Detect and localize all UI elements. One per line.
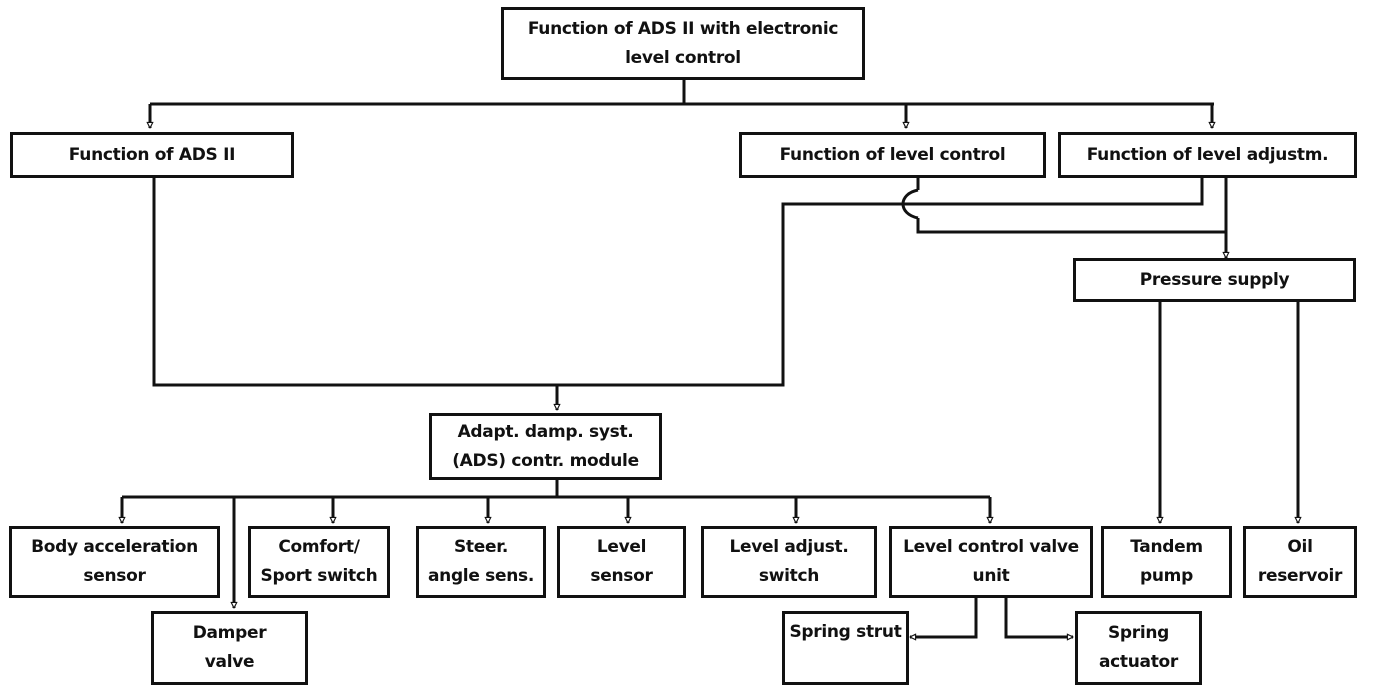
crossover-hop: [901, 188, 919, 220]
node-level-sensor-line2: sensor: [590, 566, 653, 586]
node-body-acceleration-sensor-line1: Body acceleration: [31, 537, 198, 557]
node-damper-valve-line2: valve: [204, 652, 255, 672]
node-steering-angle-sensor-line1: Steer.: [453, 537, 509, 557]
node-damper-valve-line1: Damper: [192, 623, 267, 643]
node-comfort-sport-switch: Comfort/ Sport switch: [248, 526, 390, 598]
node-control-module: Adapt. damp. syst. (ADS) contr. module: [429, 413, 662, 480]
node-control-module-line2: (ADS) contr. module: [452, 450, 639, 471]
arrow-to-spring-strut: [910, 598, 978, 637]
connector-ads2-to-module: [152, 178, 557, 387]
node-tandem-pump-line1: Tandem: [1130, 537, 1203, 557]
node-damper-valve: Damper valve: [151, 611, 308, 685]
node-oil-reservoir-line1: Oil: [1287, 537, 1313, 557]
node-root-line2: level control: [625, 47, 741, 68]
connector-module-bus: [122, 480, 990, 499]
node-level-sensor: Level sensor: [557, 526, 686, 598]
connector-root-bus: [150, 80, 1214, 106]
node-control-module-line1: Adapt. damp. syst.: [457, 421, 634, 442]
node-ads2: Function of ADS II: [10, 132, 294, 178]
node-level-adjust-label: Function of level adjustm.: [1086, 144, 1329, 165]
node-level-control-valve-unit-line2: unit: [972, 566, 1010, 586]
node-level-adjust-switch-line1: Level adjust.: [729, 537, 849, 557]
node-steering-angle-sensor: Steer. angle sens.: [416, 526, 546, 598]
node-steering-angle-sensor-line2: angle sens.: [427, 566, 535, 586]
node-tandem-pump-line2: pump: [1140, 566, 1193, 586]
node-level-adjust-switch: Level adjust. switch: [701, 526, 877, 598]
node-level-control: Function of level control: [739, 132, 1046, 178]
node-level-control-valve-unit-line1: Level control valve: [903, 537, 1079, 557]
node-pressure-supply-label: Pressure supply: [1139, 269, 1290, 290]
node-level-control-valve-unit: Level control valve unit: [889, 526, 1093, 598]
node-spring-strut: Spring strut: [782, 611, 909, 685]
node-level-adjust: Function of level adjustm.: [1058, 132, 1357, 178]
node-body-acceleration-sensor: Body acceleration sensor: [9, 526, 220, 598]
node-oil-reservoir-line2: reservoir: [1257, 566, 1343, 586]
node-pressure-supply: Pressure supply: [1073, 258, 1356, 302]
node-spring-actuator-line1: Spring: [1107, 623, 1170, 643]
node-comfort-sport-switch-line2: Sport switch: [260, 566, 378, 586]
node-comfort-sport-switch-line1: Comfort/: [278, 537, 360, 557]
node-ads2-label: Function of ADS II: [68, 144, 236, 165]
node-root: Function of ADS II with electronic level…: [501, 7, 865, 80]
node-spring-actuator-line2: actuator: [1098, 652, 1179, 672]
node-spring-strut-label: Spring strut: [789, 622, 902, 642]
connector-level-to-module: [557, 178, 1204, 387]
node-level-adjust-switch-line2: switch: [758, 566, 820, 586]
node-oil-reservoir: Oil reservoir: [1243, 526, 1357, 598]
node-body-acceleration-sensor-line2: sensor: [83, 566, 146, 586]
arrow-to-spring-actuator: [1004, 598, 1073, 637]
node-root-line1: Function of ADS II with electronic: [527, 18, 839, 39]
node-tandem-pump: Tandem pump: [1101, 526, 1232, 598]
connector-level-control-to-pressure: [916, 178, 1226, 234]
node-level-control-label: Function of level control: [779, 144, 1006, 165]
node-level-sensor-line1: Level: [596, 537, 647, 557]
node-spring-actuator: Spring actuator: [1075, 611, 1202, 685]
